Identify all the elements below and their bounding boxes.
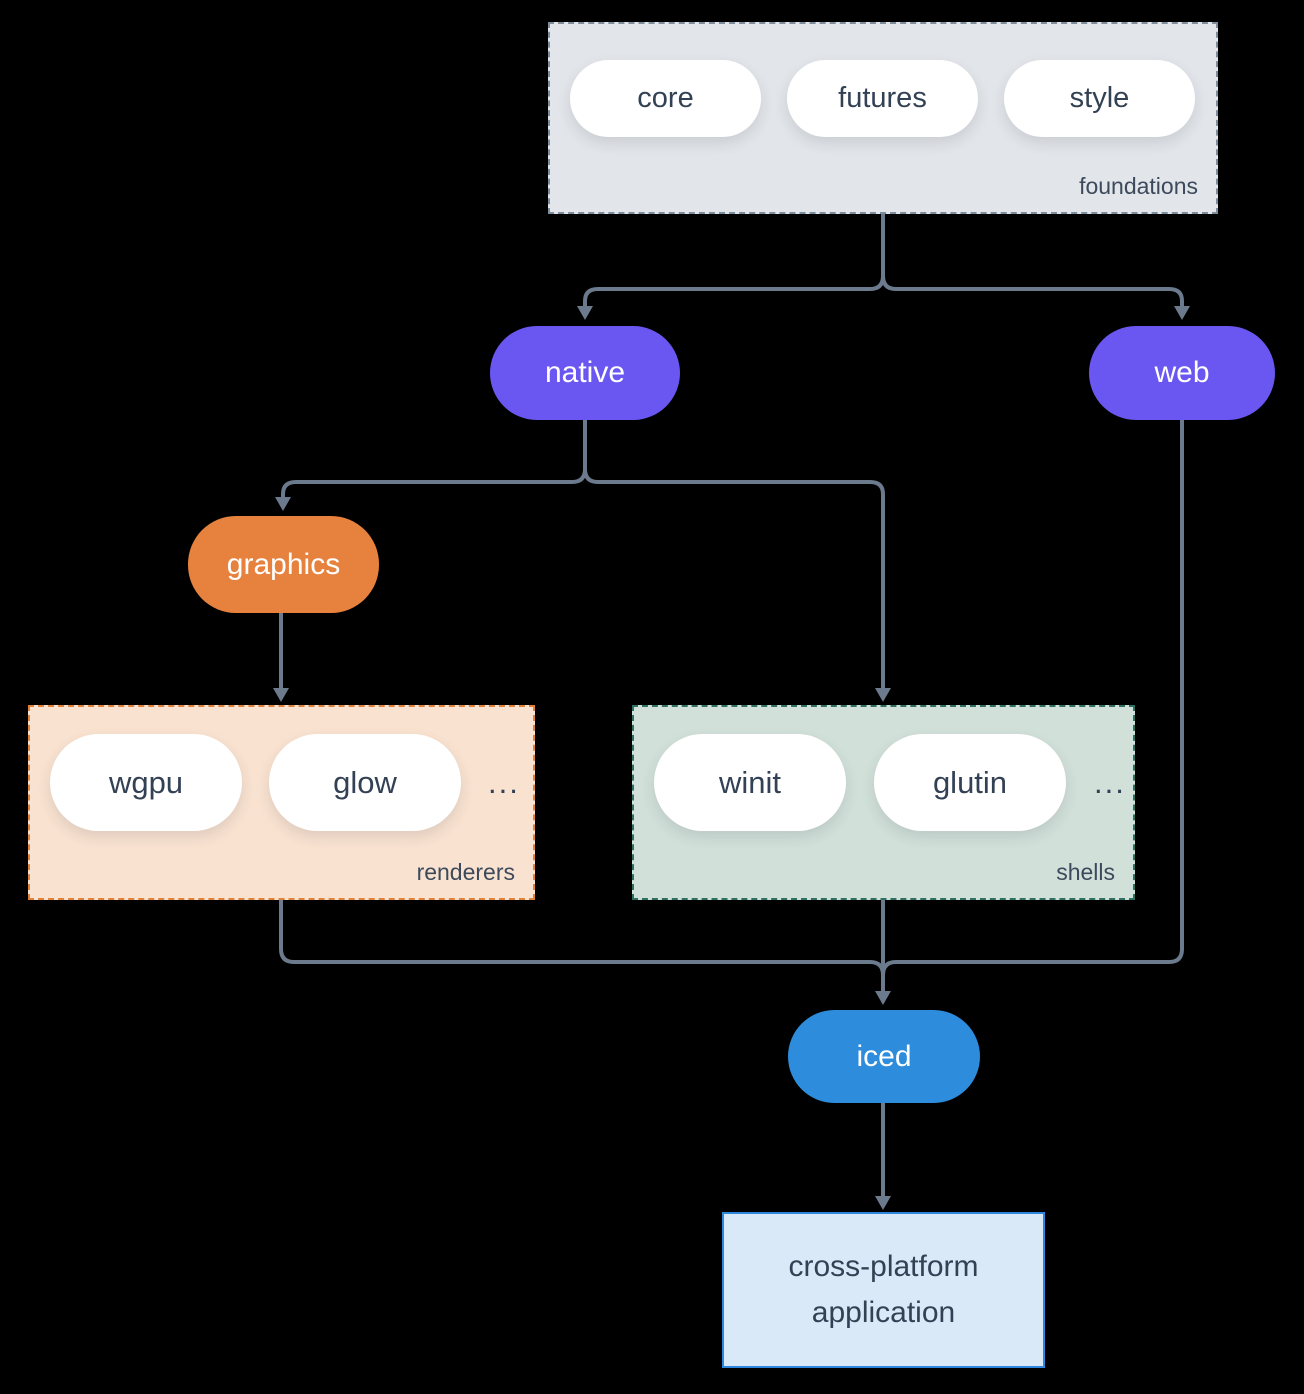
foundations-pills: core futures style: [550, 24, 1216, 137]
pill-glow-label: glow: [333, 764, 397, 800]
edge-renderers-iced: [279, 898, 885, 977]
pill-wgpu-label: wgpu: [108, 764, 184, 800]
node-iced-label: iced: [856, 1039, 912, 1073]
pill-style: style: [1004, 60, 1195, 137]
pill-style-label: style: [1069, 82, 1130, 114]
arrowhead-native: [577, 306, 593, 320]
arrowhead-web: [1174, 306, 1190, 320]
renderers-ellipsis: ...: [488, 764, 520, 800]
arrowhead-graphics: [275, 497, 291, 511]
shells-group-label: shells: [1056, 859, 1115, 885]
node-graphics: graphics: [188, 516, 379, 613]
node-native: native: [490, 326, 680, 420]
node-web: web: [1089, 326, 1275, 420]
pill-wgpu: wgpu: [50, 734, 242, 831]
group-foundations: core futures style foundations: [548, 22, 1218, 214]
node-web-label: web: [1154, 356, 1210, 389]
pill-glutin: glutin: [874, 734, 1066, 831]
edge-native-shells: [583, 418, 885, 690]
renderers-group-label: renderers: [416, 859, 515, 885]
node-native-label: native: [544, 356, 626, 389]
pill-core-label: core: [637, 82, 694, 114]
edge-foundations-web: [881, 212, 1184, 308]
pill-glow: glow: [269, 734, 461, 831]
node-application: cross-platform application: [722, 1212, 1045, 1368]
shells-ellipsis: ...: [1094, 764, 1126, 800]
shells-pills: winit glutin ...: [634, 707, 1133, 831]
pill-winit-label: winit: [718, 764, 781, 800]
arrowhead-iced: [875, 991, 891, 1005]
arrowhead-application: [875, 1196, 891, 1210]
group-renderers: wgpu glow ... renderers: [28, 705, 535, 900]
node-graphics-label: graphics: [226, 547, 341, 581]
edge-foundations-native: [583, 212, 885, 308]
group-shells: winit glutin ... shells: [632, 705, 1135, 900]
pill-core: core: [570, 60, 761, 137]
node-iced: iced: [788, 1010, 980, 1103]
node-application-label: cross-platform application: [788, 1249, 979, 1330]
pill-winit: winit: [654, 734, 846, 831]
pill-futures: futures: [787, 60, 978, 137]
arrowhead-shells: [875, 688, 891, 702]
pill-futures-label: futures: [838, 82, 927, 114]
renderers-pills: wgpu glow ...: [30, 707, 533, 831]
pill-glutin-label: glutin: [932, 764, 1008, 800]
edge-native-graphics: [281, 418, 587, 499]
arrowhead-renderers: [273, 688, 289, 702]
foundations-group-label: foundations: [1079, 173, 1198, 199]
